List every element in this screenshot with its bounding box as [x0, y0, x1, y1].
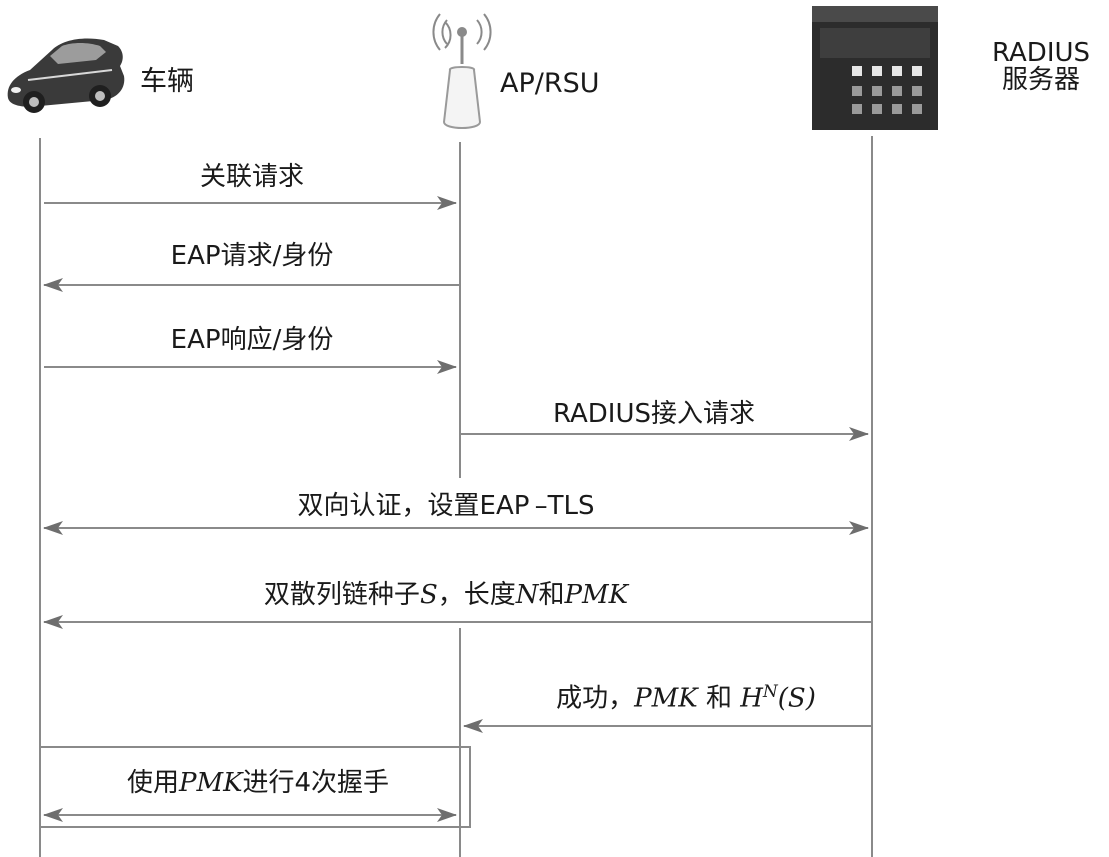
radius-label-line1: RADIUS	[992, 38, 1091, 68]
message-mutual-authentication: 双向认证，设置EAP –TLS	[297, 491, 595, 521]
server-icon	[812, 6, 938, 130]
vehicle-label: 车辆	[140, 66, 194, 97]
radius-label-line2: 服务器	[1002, 65, 1081, 96]
message-hash-chain-seed-mid2: 和	[538, 580, 565, 610]
message-success-pmk: 成功，PMK 和 HN(S)	[556, 684, 816, 712]
radius-label: RADIUS 服务器	[992, 38, 1091, 96]
message-success-pmk-term: PMK	[634, 683, 698, 714]
message-success-mid: 和	[697, 683, 741, 714]
message-hash-chain-seed-pmk: PMK	[564, 580, 629, 610]
antenna-icon	[432, 13, 492, 129]
message-hash-chain-seed-n: N	[515, 580, 539, 610]
message-four-way-handshake: 使用PMK进行4次握手	[127, 770, 389, 796]
message-eap-response-identity: EAP响应/身份	[170, 325, 334, 355]
message-handshake-prefix: 使用	[126, 768, 179, 798]
message-hash-chain-seed-s: S	[419, 580, 438, 610]
message-success-superscript: N	[762, 682, 778, 702]
message-eap-request-identity: EAP请求/身份	[170, 241, 334, 271]
handshake-box	[39, 746, 471, 828]
message-success-h: H	[740, 683, 763, 714]
ap-label: AP/RSU	[500, 68, 600, 99]
message-radius-access-request: RADIUS接入请求	[552, 399, 756, 429]
message-handshake-pmk: PMK	[178, 768, 243, 798]
message-success-prefix: 成功，	[556, 683, 635, 714]
message-success-s: (S)	[777, 683, 816, 714]
message-handshake-suffix: 进行4次握手	[242, 768, 390, 798]
car-icon	[7, 38, 125, 113]
message-hash-chain-seed-prefix: 双散列链种子	[263, 580, 420, 610]
message-hash-chain-seed: 双散列链种子S，长度N和PMK	[264, 582, 628, 608]
message-hash-chain-seed-mid: ，长度	[437, 580, 516, 610]
message-association-request: 关联请求	[199, 162, 305, 192]
